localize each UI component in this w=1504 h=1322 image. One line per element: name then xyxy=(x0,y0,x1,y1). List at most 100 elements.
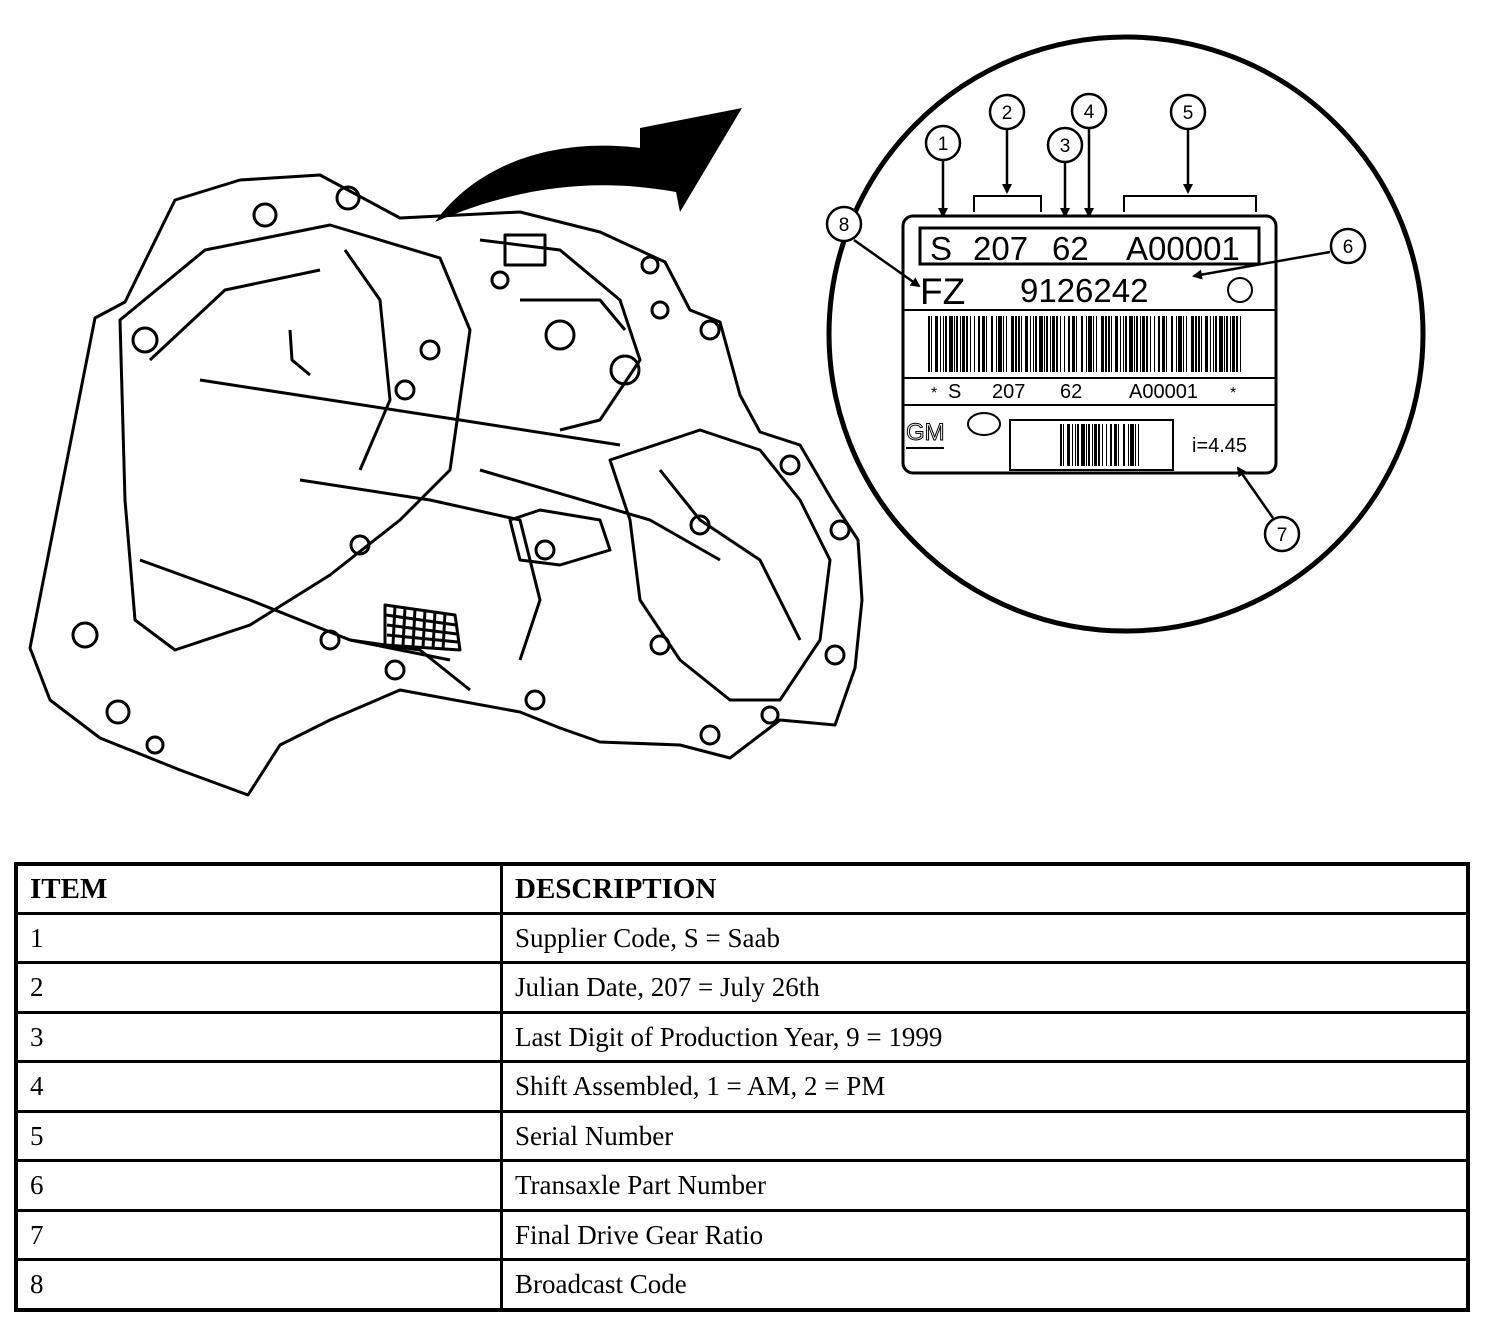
barcode-bar xyxy=(1081,424,1085,466)
callout-4: 4 xyxy=(1084,102,1095,123)
barcode-bar xyxy=(986,316,987,372)
leader-8 xyxy=(853,238,921,288)
barcode-bar xyxy=(935,316,938,372)
barcode-text-supplier: S xyxy=(948,381,961,403)
barcode-bar xyxy=(1198,316,1200,372)
label-oval xyxy=(967,412,1001,436)
callout-1-circle xyxy=(924,124,962,162)
barcode-bar xyxy=(1006,316,1007,372)
barcode-bar xyxy=(1120,316,1121,372)
barcode-bar xyxy=(1210,316,1211,372)
barcode-bar xyxy=(1064,316,1065,372)
barcode-bar xyxy=(1230,316,1231,372)
barcode-bar xyxy=(1018,316,1020,372)
barcode-bar xyxy=(1044,316,1045,372)
barcode-bar xyxy=(1072,424,1073,466)
barcode-bar xyxy=(970,316,971,372)
barcode-bar xyxy=(1128,424,1129,466)
barcode-bar xyxy=(1105,316,1107,372)
callout-3: 3 xyxy=(1060,136,1071,157)
cell-description: Last Digit of Production Year, 9 = 1999 xyxy=(500,1010,1470,1064)
label-julian-date: 207 xyxy=(973,230,1028,267)
barcode-bar xyxy=(1205,316,1208,372)
barcode-bar xyxy=(1067,424,1070,466)
barcode-bar xyxy=(1114,424,1117,466)
cell-description: Final Drive Gear Ratio xyxy=(500,1208,1470,1262)
barcode-bar xyxy=(1240,316,1241,372)
barcode-bar xyxy=(982,316,985,372)
barcode-bar xyxy=(1123,424,1125,466)
barcode-bar xyxy=(943,316,944,372)
small-barcode-frame xyxy=(1009,419,1174,471)
bracket-5 xyxy=(1123,195,1257,212)
barcode-bar xyxy=(962,316,965,372)
barcode-bar xyxy=(1150,316,1151,372)
barcode-bar xyxy=(1096,316,1097,372)
barcode-bar xyxy=(931,316,932,372)
header-item: ITEM xyxy=(14,862,503,915)
barcode-bar xyxy=(1086,316,1087,372)
barcode-bar xyxy=(954,316,955,372)
barcode-bar xyxy=(1050,316,1051,372)
transaxle-label-diagram: S 207 62 A00001 FZ 9126242 * S 207 62 A0… xyxy=(28,34,1426,797)
barcode-text-serial: A00001 xyxy=(1129,381,1198,403)
barcode-bar xyxy=(1060,424,1062,466)
cell-description: Shift Assembled, 1 = AM, 2 = PM xyxy=(500,1060,1470,1113)
barcode-bar xyxy=(1102,424,1103,466)
barcode-bar xyxy=(956,316,958,372)
barcode-bar xyxy=(1219,316,1223,372)
barcode-bar xyxy=(1129,316,1133,372)
table-header-row: ITEM DESCRIPTION xyxy=(14,862,1470,915)
cell-item: 5 xyxy=(14,1109,503,1163)
barcode-bar xyxy=(996,316,997,372)
cell-item: 6 xyxy=(14,1159,503,1212)
barcode-bar xyxy=(1068,316,1070,372)
barcode-bar xyxy=(1015,316,1017,372)
callout-2: 2 xyxy=(1002,103,1013,124)
leader-6 xyxy=(1192,250,1331,280)
barcode-bar xyxy=(1125,316,1127,372)
callout-8-circle xyxy=(825,205,863,243)
barcode-bar xyxy=(1025,316,1028,372)
barcode-bar xyxy=(1076,316,1077,372)
cell-description: Serial Number xyxy=(500,1109,1470,1163)
callout-5: 5 xyxy=(1183,103,1194,124)
gm-logo: GM xyxy=(906,419,945,446)
barcode-bar xyxy=(940,316,941,372)
barcode-bar xyxy=(960,316,961,372)
barcode-bar xyxy=(974,316,975,372)
barcode-bar xyxy=(1021,316,1022,372)
barcode-bar xyxy=(1130,424,1134,466)
label-year-shift: 62 xyxy=(1052,230,1089,267)
label-part-number: 9126242 xyxy=(1020,272,1148,309)
barcode-bar xyxy=(1003,316,1004,372)
barcode-bar xyxy=(1118,424,1119,466)
barcode-bar xyxy=(1088,424,1090,466)
barcode-bar xyxy=(1134,316,1135,372)
barcode-bar xyxy=(1232,316,1235,372)
barcode-bar xyxy=(978,316,980,372)
transaxle-illustration xyxy=(28,173,864,797)
barcode-bar xyxy=(1142,316,1145,372)
cell-item: 3 xyxy=(14,1010,503,1064)
barcode-bar xyxy=(1106,424,1107,466)
barcode-bar xyxy=(1186,316,1187,372)
cell-item: 4 xyxy=(14,1060,503,1113)
callout-7-circle xyxy=(1263,515,1301,553)
cell-item: 1 xyxy=(14,911,503,965)
barcode-bar xyxy=(1178,316,1182,372)
barcode-bar xyxy=(1136,316,1138,372)
barcode-bar xyxy=(1115,316,1118,372)
cell-item: 7 xyxy=(14,1208,503,1262)
barcode-bar xyxy=(1094,424,1097,466)
label-hole xyxy=(1227,277,1253,303)
bracket-2 xyxy=(973,195,1042,212)
label-serial: A00001 xyxy=(1126,230,1240,267)
barcode-bar xyxy=(1046,316,1048,372)
barcode-bar xyxy=(991,316,993,372)
barcode-bar xyxy=(1072,316,1075,372)
